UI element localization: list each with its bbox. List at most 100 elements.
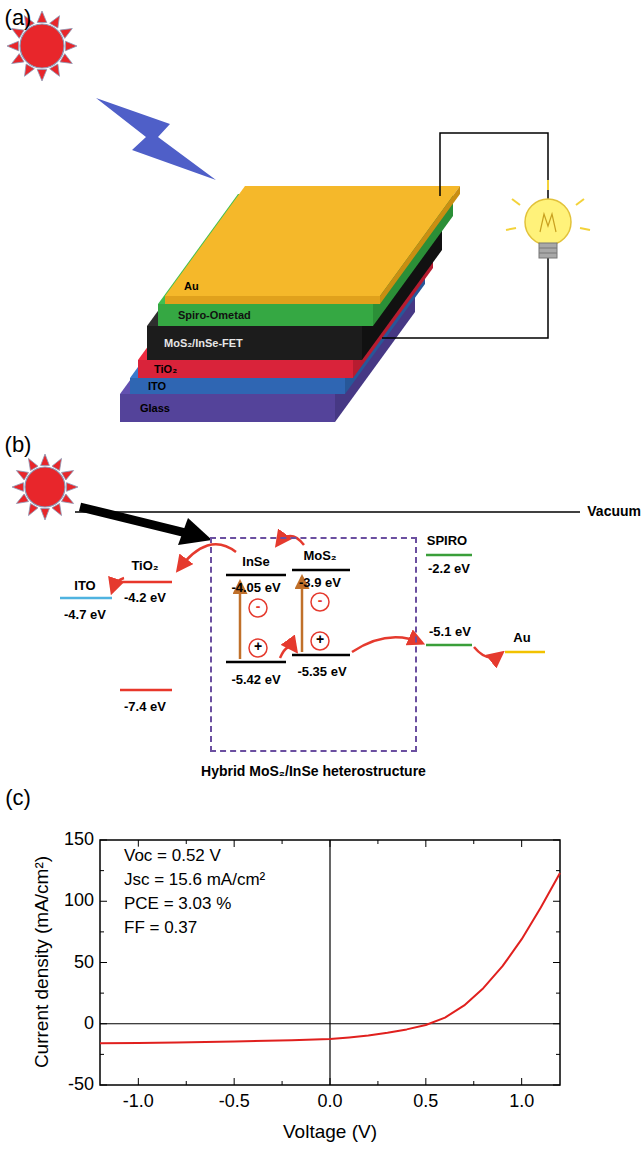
metric-note: Voc = 0.52 V [122,847,223,866]
art-line [553,840,560,841]
art-polygon [67,483,78,492]
art-line [292,569,350,572]
art-line [120,581,172,584]
art-polygon [12,483,23,492]
art-line [292,654,350,657]
material-name: Au [513,631,530,645]
art-path [280,647,296,658]
tick-label: 50 [74,953,94,973]
art-line [234,1078,235,1085]
energy-value: -7.4 eV [124,700,166,714]
axis-ticks [100,840,560,1085]
charge-sign: + [254,639,262,654]
tick-label: 0.0 [317,1092,342,1112]
energy-value: -4.05 eV [231,581,280,595]
art-line [100,962,107,963]
art-rect [120,394,335,422]
layer-label-box: TiO₂ [152,363,179,375]
jv-chart [100,840,560,1085]
charge-circles [249,593,329,657]
art-circle [249,639,267,657]
layer-label-box: Spiro-Ometad [176,309,253,321]
art-path [474,647,502,657]
art-line [377,840,378,844]
art-rect [130,378,345,394]
light-bulb [506,180,590,258]
art-line [100,1085,107,1086]
art-polygon [41,509,50,520]
art-line [60,597,112,600]
circuit-wire [382,258,548,338]
axis-title: Current density (mA/cm²) [32,856,53,1068]
art-polygon [7,41,18,51]
art-line [556,870,560,871]
art-line [556,931,560,932]
energy-value: -4.7 eV [64,608,106,622]
art-line [186,840,187,844]
tick-label: 100 [64,891,94,911]
charge-sign: + [316,632,324,647]
art-line [556,1054,560,1055]
tick-label: -1.0 [123,1092,154,1112]
layer-name: MoS₂/InSe-FET [164,337,243,349]
art-path [540,214,556,232]
layer-label-box: Au [182,280,201,292]
art-polygon [41,454,50,465]
material-name: MoS₂ [303,549,336,563]
energy-levels [60,555,545,690]
layer-label-box: MoS₂/InSe-FET [162,337,245,349]
art-polygon [380,186,460,304]
material-name: TiO₂ [131,559,158,573]
art-rect [147,326,362,360]
tick-label: -0.5 [219,1092,250,1112]
art-line [226,574,286,577]
art-line [138,1078,139,1085]
metric-note: Jsc = 15.6 mA/cm² [122,871,267,890]
art-line [330,840,331,847]
art-path [112,578,124,592]
art-line [282,840,283,844]
charge-sign: - [256,599,261,614]
material-name: ITO [74,579,95,593]
material-name: InSe [242,555,269,569]
art-line [553,901,560,902]
sun-icon [12,454,78,520]
art-line [512,199,520,205]
art-line [425,840,426,847]
art-line [553,1023,560,1024]
art-line [100,931,104,932]
tick-label: 0 [84,1014,94,1034]
metric-note: PCE = 3.03 % [122,895,233,914]
vacuum-label: Vacuum [587,504,641,519]
art-line [80,507,186,533]
art-line [553,1085,560,1086]
layer-name: Glass [140,402,170,414]
art-line [521,1078,522,1085]
art-line [506,228,516,230]
art-polygon [37,11,47,22]
art-circle [311,632,329,650]
layer-name: ITO [148,380,166,392]
light-arrow [80,507,212,545]
heterostructure-box: Hybrid MoS₂/InSe heterostructure [210,537,417,752]
lightning-bolt [96,98,216,180]
art-polygon [178,518,212,545]
energy-value: -2.2 eV [428,562,470,576]
art-rect [165,296,380,304]
art-line [377,1081,378,1085]
zero-line [329,840,330,1085]
art-line [553,962,560,963]
layer-label-box: ITO [146,380,168,392]
art-line [505,651,545,654]
device-layer [165,186,460,304]
art-line [282,1081,283,1085]
art-path [352,637,422,652]
art-path [178,544,236,570]
art-line [539,248,557,249]
box-caption: Hybrid MoS₂/InSe heterostructure [201,764,426,779]
tick-label: 0.5 [413,1092,438,1112]
art-line [100,1023,107,1024]
vacuum-level [75,511,580,513]
art-line [521,840,522,847]
